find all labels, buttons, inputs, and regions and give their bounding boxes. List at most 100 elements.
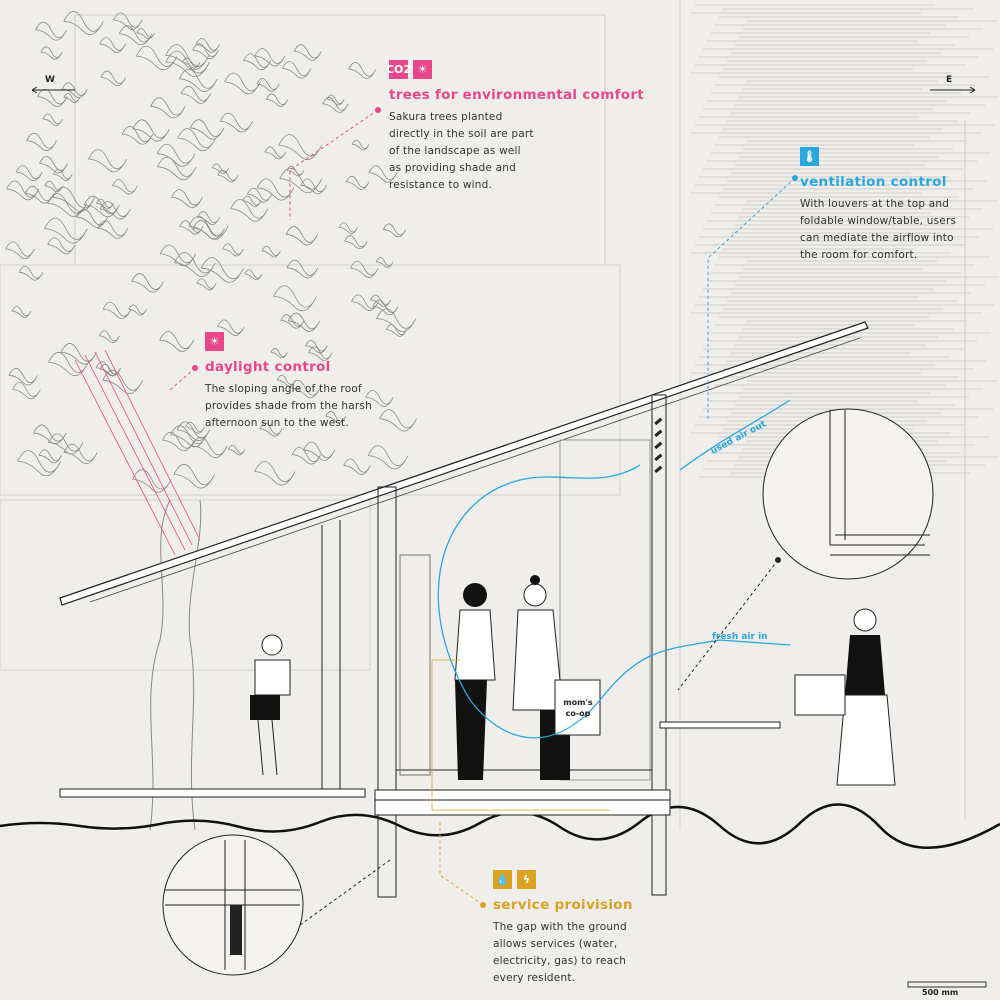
child-figure <box>250 634 291 776</box>
tree-foliage-stroke <box>300 178 327 195</box>
sun-icon: ☀ <box>413 60 432 79</box>
tree-foliage-stroke <box>278 134 322 160</box>
tree-foliage-stroke <box>264 146 287 160</box>
west-label: W <box>45 75 55 85</box>
tree-foliage-stroke <box>273 285 317 312</box>
water-drop-icon: 💧 <box>493 870 512 889</box>
tree-foliage-stroke <box>99 37 126 53</box>
tree-foliage-stroke <box>197 211 221 225</box>
tree-foliage-stroke <box>280 314 305 329</box>
note-body: The gap with the ground allows services … <box>493 921 627 984</box>
people <box>250 575 896 786</box>
tree-foliage-stroke <box>195 38 220 53</box>
bag-label: mom's co-op <box>563 698 593 718</box>
tree-foliage-stroke <box>63 443 98 464</box>
tree-foliage-stroke <box>83 195 120 218</box>
tree-foliage-stroke <box>196 278 217 291</box>
airflow-lines <box>437 399 791 739</box>
tree-foliage-stroke <box>256 178 295 201</box>
tree-foliage-stroke <box>60 343 97 365</box>
tree-foliage-stroke <box>5 241 35 259</box>
co2-icon: CO2 <box>386 60 411 79</box>
background-grid <box>0 0 966 830</box>
tree-foliage-stroke <box>287 312 321 332</box>
tree-foliage-stroke <box>52 186 96 212</box>
scale-bar <box>907 981 987 988</box>
tree-foliage-stroke <box>385 324 407 337</box>
tree-foliage-stroke <box>177 128 216 152</box>
tree-foliage-stroke <box>156 143 196 167</box>
tree-foliage-stroke <box>285 226 318 246</box>
tree-foliage-stroke <box>338 222 358 234</box>
tree-foliage-stroke <box>326 94 345 106</box>
neighbor-figure <box>794 608 896 786</box>
tree-foliage-stroke <box>185 421 205 434</box>
tree-foliage-stroke <box>219 112 253 133</box>
tree-foliage-stroke <box>243 53 272 71</box>
tree-foliage-stroke <box>15 165 43 182</box>
tree-foliage-stroke <box>6 180 40 201</box>
tree-foliage-stroke <box>279 167 323 194</box>
east-building-hatch <box>691 4 999 478</box>
tree-foliage-stroke <box>256 77 280 92</box>
tree-foliage-stroke <box>26 132 57 152</box>
tree-foliage-stroke <box>222 243 244 257</box>
tree-foliage-stroke <box>379 409 417 432</box>
tree-foliage-stroke <box>289 379 321 399</box>
tree-foliage-stroke <box>351 294 379 312</box>
note-title: trees for environmental comfort <box>389 87 645 103</box>
note-ventilation: 🌡 ventilation control With louvers at th… <box>800 147 956 264</box>
tree-foliage-stroke <box>375 257 394 268</box>
detail-callout-roof <box>762 408 934 580</box>
note-body: With louvers at the top and foldable win… <box>800 198 957 261</box>
tree-foliage-stroke <box>281 60 312 79</box>
tree-foliage-stroke <box>35 21 67 41</box>
scale-label: 500 mm <box>922 988 959 997</box>
tree-foliage-stroke <box>128 304 147 316</box>
tree-foliage-stroke <box>286 165 305 177</box>
tree-foliage-stroke <box>170 425 208 448</box>
tree-foliage-stroke <box>224 72 261 95</box>
tree-foliage-stroke <box>165 50 210 77</box>
tree-foliage-stroke <box>372 299 399 316</box>
note-title: ventilation control <box>800 174 947 190</box>
tree-foliage-stroke <box>286 259 319 279</box>
tree-foliage-stroke <box>303 441 336 461</box>
tree-foliage-stroke <box>96 198 114 210</box>
tree-foliage-stroke <box>97 220 129 239</box>
tree-foliage-stroke <box>348 62 377 79</box>
sun-rays <box>74 349 201 556</box>
tree-foliage-stroke <box>376 308 417 332</box>
tree-foliage-stroke <box>88 149 127 173</box>
tree-foliage-stroke <box>350 260 379 278</box>
tree-foliage-stroke <box>182 57 201 69</box>
tree-foliage-stroke <box>293 44 322 61</box>
tree-foliage-stroke <box>100 70 127 87</box>
tree-foliage-stroke <box>37 88 68 107</box>
tree-foliage-stroke <box>99 200 131 220</box>
tree-trunk <box>149 499 171 831</box>
tree-foliage-stroke <box>156 156 197 181</box>
tree-foliage-stroke <box>308 346 333 361</box>
tree-foliage-stroke <box>217 169 239 183</box>
tree-foliage-stroke <box>180 85 211 104</box>
compass-arrows <box>31 86 976 94</box>
tree-foliage-stroke <box>38 449 62 464</box>
tree-foliage-stroke <box>18 265 44 281</box>
structure <box>59 394 781 898</box>
tree-foliage-stroke <box>11 306 32 318</box>
tree-foliage-stroke <box>102 301 132 319</box>
tree-foliage-stroke <box>189 119 225 140</box>
woman-figure <box>454 583 496 780</box>
tree-foliage-stroke <box>368 165 398 183</box>
tree-foliage-stroke <box>98 330 120 344</box>
lightning-icon: ϟ <box>517 870 536 889</box>
tree-foliage-stroke <box>24 185 55 204</box>
tree-foliage-stroke <box>39 156 68 174</box>
tree-foliage-stroke <box>254 461 296 486</box>
tree-foliage-stroke <box>322 97 349 113</box>
tree-foliage-stroke <box>159 244 197 267</box>
tree-foliage-stroke <box>171 189 203 209</box>
tree-foliage-stroke <box>53 169 73 181</box>
